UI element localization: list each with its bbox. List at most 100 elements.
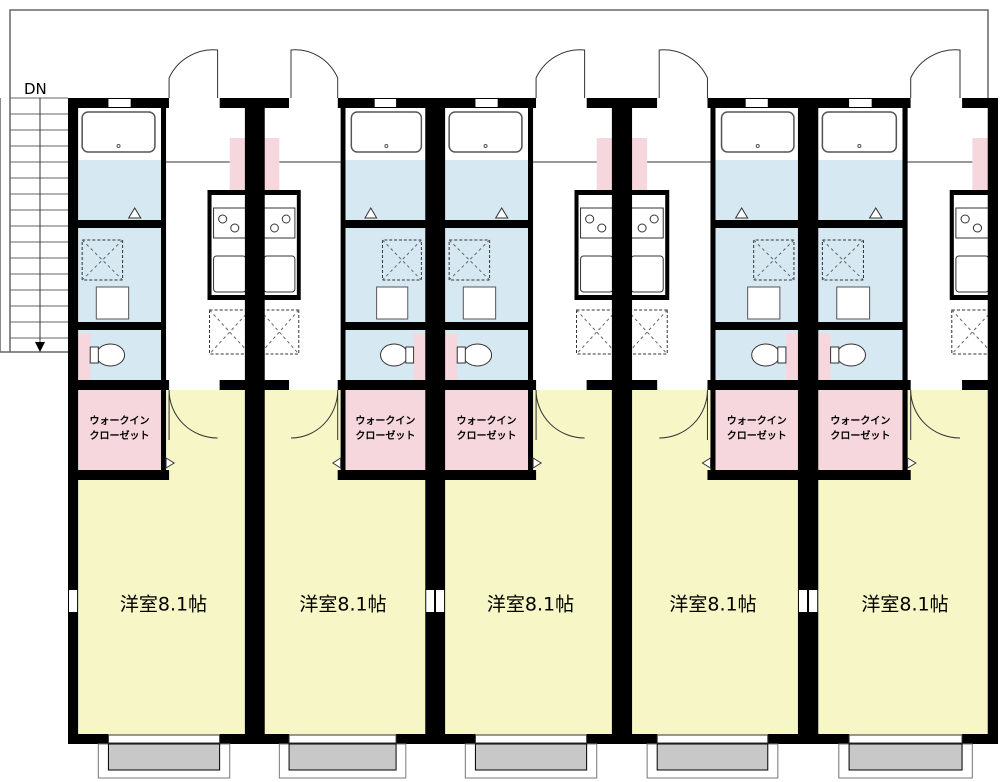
western-room-entry	[259, 390, 341, 480]
party-wall	[622, 98, 633, 744]
drain-icon	[483, 144, 488, 148]
balcony	[107, 743, 221, 771]
closet-label-line2: クローゼット	[355, 431, 416, 442]
door-stop-icon	[494, 207, 509, 219]
side-window	[436, 590, 445, 612]
toilet-shelf	[413, 333, 426, 380]
stove	[213, 207, 247, 239]
balcony-window	[474, 734, 588, 744]
burner-icon	[972, 223, 983, 233]
stove	[580, 207, 614, 239]
walk-in-closet	[345, 390, 426, 470]
toilet-tank	[830, 346, 840, 364]
entrance-door	[658, 49, 708, 98]
closet-label-line1: ウォークイン	[89, 416, 150, 427]
balcony-window	[288, 734, 397, 744]
fridge-space	[627, 138, 648, 190]
room-door	[910, 389, 961, 440]
closet-label: ウォークインクローゼット	[830, 414, 890, 444]
washer-space	[81, 239, 124, 281]
wash-basin	[747, 286, 781, 320]
wall	[435, 470, 537, 480]
window	[108, 99, 131, 107]
bathtub	[448, 111, 523, 153]
western-room	[78, 480, 250, 735]
balcony	[848, 743, 963, 771]
closet-door-icon	[907, 457, 917, 469]
unit-1	[68, 49, 255, 779]
party-wall	[611, 98, 622, 744]
outer-wall	[68, 98, 79, 744]
wall	[808, 322, 903, 330]
kitchen-sink	[630, 255, 664, 293]
outer-wall	[586, 98, 622, 108]
room-door-gap	[657, 380, 708, 390]
window	[475, 99, 498, 107]
outer-wall	[435, 98, 446, 744]
wall	[710, 380, 716, 470]
drain-icon	[116, 144, 121, 148]
closet-label-line1: ウォークイン	[726, 416, 787, 427]
appliance-space-cross	[576, 309, 618, 355]
entrance-door	[535, 49, 586, 98]
window	[849, 99, 872, 107]
side-window	[69, 590, 78, 612]
door-stop-icon	[734, 207, 749, 219]
outer-wall	[219, 98, 255, 108]
entrance-door-gap	[536, 98, 587, 108]
outer-wall	[962, 98, 998, 108]
wall	[68, 470, 170, 480]
burner-icon	[960, 214, 970, 224]
wash-basin	[462, 286, 497, 320]
toilet	[95, 343, 126, 367]
unit-4	[622, 49, 808, 779]
toilet-tank	[456, 346, 466, 364]
wall	[68, 322, 161, 330]
room-door	[535, 389, 585, 440]
party-wall	[255, 98, 265, 744]
unit-5	[808, 49, 998, 779]
western-room-entry	[533, 390, 617, 480]
closet-label: ウォークインクローゼット	[90, 414, 150, 444]
party-wall	[244, 98, 255, 744]
wall	[435, 734, 476, 744]
door-stop-icon	[127, 207, 142, 219]
kitchen-sink	[955, 255, 990, 293]
wall	[962, 734, 998, 744]
wall	[68, 220, 161, 228]
western-room-entry	[627, 390, 711, 480]
appliance-space-cross	[626, 309, 668, 355]
western-room-entry	[907, 390, 993, 480]
wall	[345, 220, 435, 228]
room-door-gap	[910, 380, 963, 390]
balcony-window	[656, 734, 769, 744]
wall	[707, 470, 808, 480]
entrance-door-gap	[169, 98, 220, 108]
bath-wall	[902, 98, 908, 390]
western-room	[445, 480, 617, 735]
entrance-door-gap	[289, 98, 338, 108]
corridor-outline	[9, 9, 989, 352]
closet-label: ウォークインクローゼット	[727, 414, 787, 444]
outer-wall	[808, 98, 819, 744]
closet-label: ウォークインクローゼット	[457, 414, 517, 444]
wall	[715, 220, 808, 228]
bath-wall	[527, 98, 534, 390]
outer-wall	[797, 98, 808, 744]
entrance-door	[290, 49, 339, 98]
wall	[396, 734, 435, 744]
closet-label-line2: クローゼット	[89, 431, 150, 442]
burner-icon	[218, 214, 228, 224]
kitchen-sink	[580, 255, 614, 293]
room-label: 洋室8.1帖	[299, 593, 387, 616]
entrance-door	[910, 49, 961, 98]
wall	[160, 380, 167, 470]
stove	[630, 207, 664, 239]
outer-wall	[425, 98, 435, 744]
wall	[219, 734, 255, 744]
appliance-space-cross	[259, 309, 300, 355]
window	[745, 99, 768, 107]
side-window	[426, 590, 435, 612]
